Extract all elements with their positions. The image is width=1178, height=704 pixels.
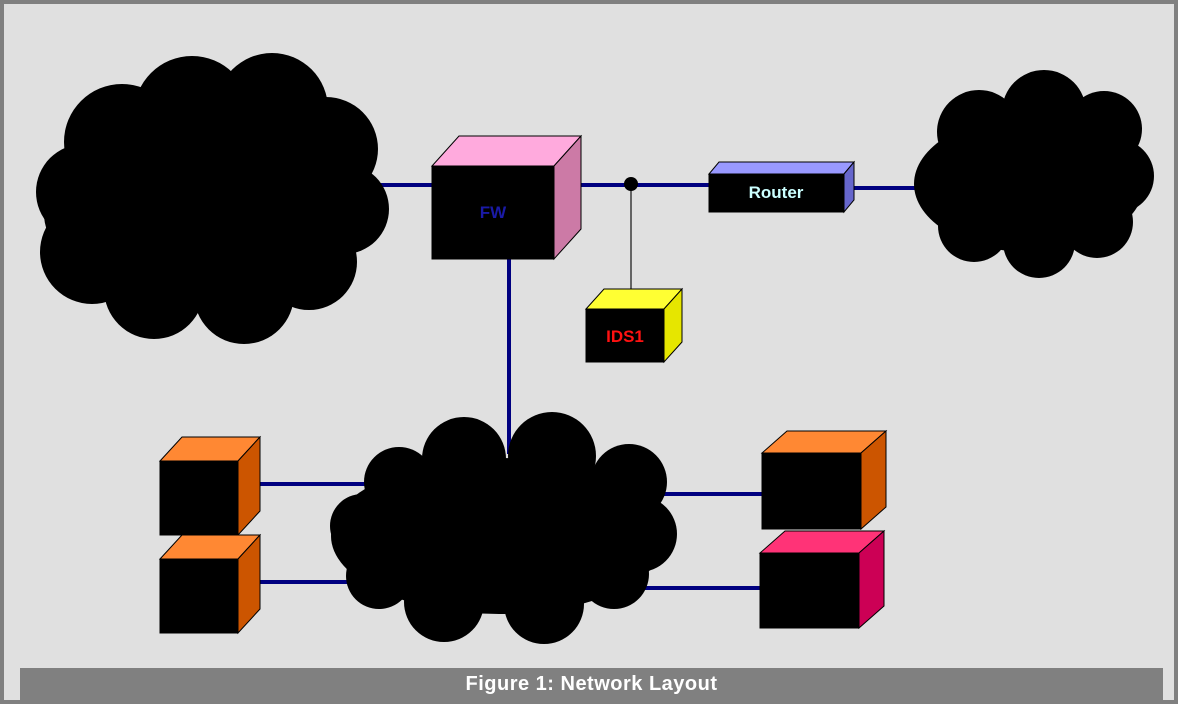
host-bottom-left-front: [159, 558, 239, 634]
router-front: [708, 173, 845, 213]
firewall-box: FW: [430, 134, 583, 261]
network-diagram: FW Router IDS1: [36, 53, 1154, 644]
network-links: [244, 183, 922, 590]
ids-tap-point: [624, 177, 638, 191]
ids-label: IDS1: [606, 327, 644, 346]
firewall-front: [431, 165, 555, 260]
ids-front: [585, 308, 665, 363]
host-top-left-box: [158, 435, 262, 537]
host-bottom-right-front: [759, 552, 860, 629]
lan-cloud: [330, 412, 677, 644]
router-top: [707, 161, 856, 175]
host-top-right-front: [761, 452, 862, 530]
host-bottom-left-box: [158, 533, 262, 635]
host-top-right-box: [760, 429, 888, 531]
router-label: Router: [749, 183, 804, 202]
ids-box: IDS1: [584, 287, 684, 364]
internet-cloud: [36, 53, 389, 344]
firewall-label: FW: [480, 203, 507, 222]
figure-caption: Figure 1: Network Layout: [20, 668, 1163, 700]
host-bottom-right-box: [758, 529, 886, 630]
remote-cloud: [914, 70, 1154, 278]
router-box: Router: [707, 160, 856, 214]
host-top-left-front: [159, 460, 239, 536]
